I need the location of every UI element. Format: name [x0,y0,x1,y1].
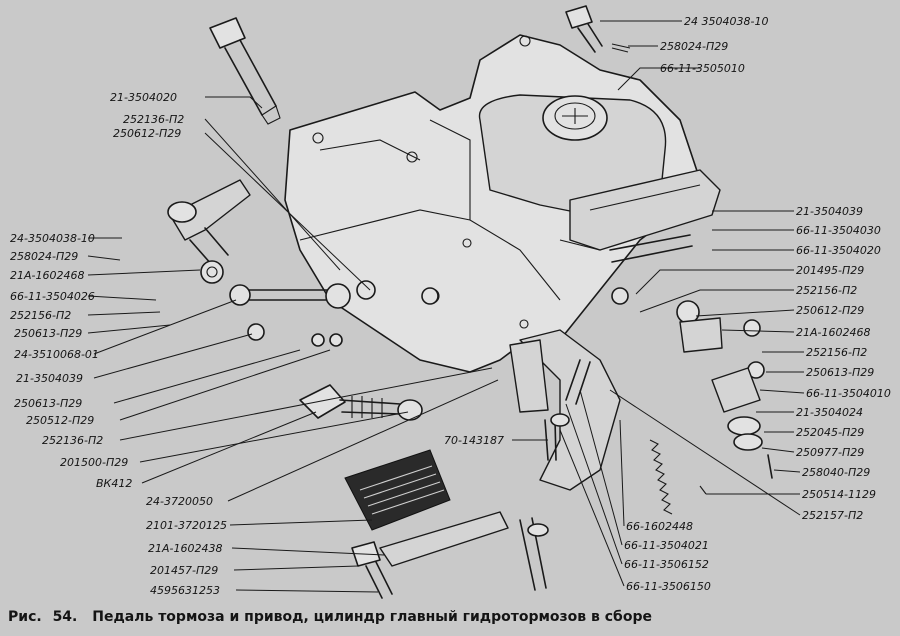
label-24-3504038-10-left: 24-3504038-10 [10,232,95,245]
label-250977-p29: 250977-П29 [796,446,864,459]
label-258024-p29-top: 258024-П29 [660,40,728,53]
label-21-3504039-right: 21-3504039 [796,205,863,218]
master-cylinder-reservoir [478,94,667,216]
caption-prefix: Рис. [8,609,42,625]
label-66-11-3504010: 66-11-3504010 [806,387,891,400]
pedal-arm [519,329,621,491]
label-24-3510068-01: 24-3510068-01 [14,348,99,361]
label-66-11-3506150: 66-11-3506150 [626,580,711,593]
label-21a-1602468-right: 21А-1602468 [796,326,870,339]
label-250514-1129: 250514-1129 [802,488,876,501]
pedal-pad [344,449,451,531]
label-252156-p2-right-upper: 252156-П2 [796,284,857,297]
label-66-11-3504020: 66-11-3504020 [796,244,881,257]
figure-caption: Рис. 54. Педаль тормоза и привод, цилинд… [8,609,892,625]
label-66-11-3504021: 66-11-3504021 [624,539,709,552]
leader-lines [87,20,805,593]
return-spring [649,439,673,515]
label-21a-1602468-left: 21А-1602468 [10,269,84,282]
pedal-bushing [711,367,761,413]
label-vk412: ВК412 [96,477,132,490]
label-201500-p29: 201500-П29 [60,456,128,469]
label-66-1602448: 66-1602448 [626,520,693,533]
part-labels: 24 3504038-10 258024-П29 66-11-3505010 2… [10,15,891,597]
label-66-11-3504030: 66-11-3504030 [796,224,881,237]
label-250512-p29: 250512-П29 [26,414,94,427]
label-66-11-3506152: 66-11-3506152 [624,558,709,571]
label-252156-p2-left: 252156-П2 [10,309,71,322]
label-252136-p2-upper: 252136-П2 [123,113,184,126]
label-258024-p29-left: 258024-П29 [10,250,78,263]
label-21-3504020: 21-3504020 [110,91,177,104]
label-66-11-3504026: 66-11-3504026 [10,290,95,303]
label-66-11-3505010: 66-11-3505010 [660,62,745,75]
label-24-3504038-10-top: 24 3504038-10 [684,15,768,28]
pedal-pad-cover [379,511,509,567]
label-2101-3720125: 2101-3720125 [146,519,227,532]
label-21-3504024: 21-3504024 [796,406,863,419]
master-cylinder-body [569,169,721,251]
label-250613-p29-mid: 250613-П29 [14,397,82,410]
label-258040-p29: 258040-П29 [802,466,870,479]
label-252157-p2: 252157-П2 [802,509,863,522]
assembly-artwork [167,5,773,599]
label-201495-p29: 201495-П29 [796,264,864,277]
label-250612-p29-right: 250612-П29 [796,304,864,317]
label-21a-1602438: 21А-1602438 [148,542,222,555]
caption-text: Педаль тормоза и привод, цилиндр главный… [92,609,652,625]
left-lever [169,179,251,241]
label-250613-p29-left: 250613-П29 [14,327,82,340]
label-21-3504039-left: 21-3504039 [16,372,83,385]
label-250613-p29-right: 250613-П29 [806,366,874,379]
label-201457-p29: 201457-П29 [150,564,218,577]
label-252136-p2-lower: 252136-П2 [42,434,103,447]
label-24-3720050: 24-3720050 [146,495,213,508]
label-250612-p29-upper: 250612-П29 [113,127,181,140]
label-70-143187: 70-143187 [444,434,504,447]
label-4595631253: 4595631253 [150,584,220,597]
label-252045-p29: 252045-П29 [796,426,864,439]
bolt-upper [209,17,246,49]
caption-number: 54. [52,609,78,625]
label-252156-p2-right-lower: 252156-П2 [806,346,867,359]
